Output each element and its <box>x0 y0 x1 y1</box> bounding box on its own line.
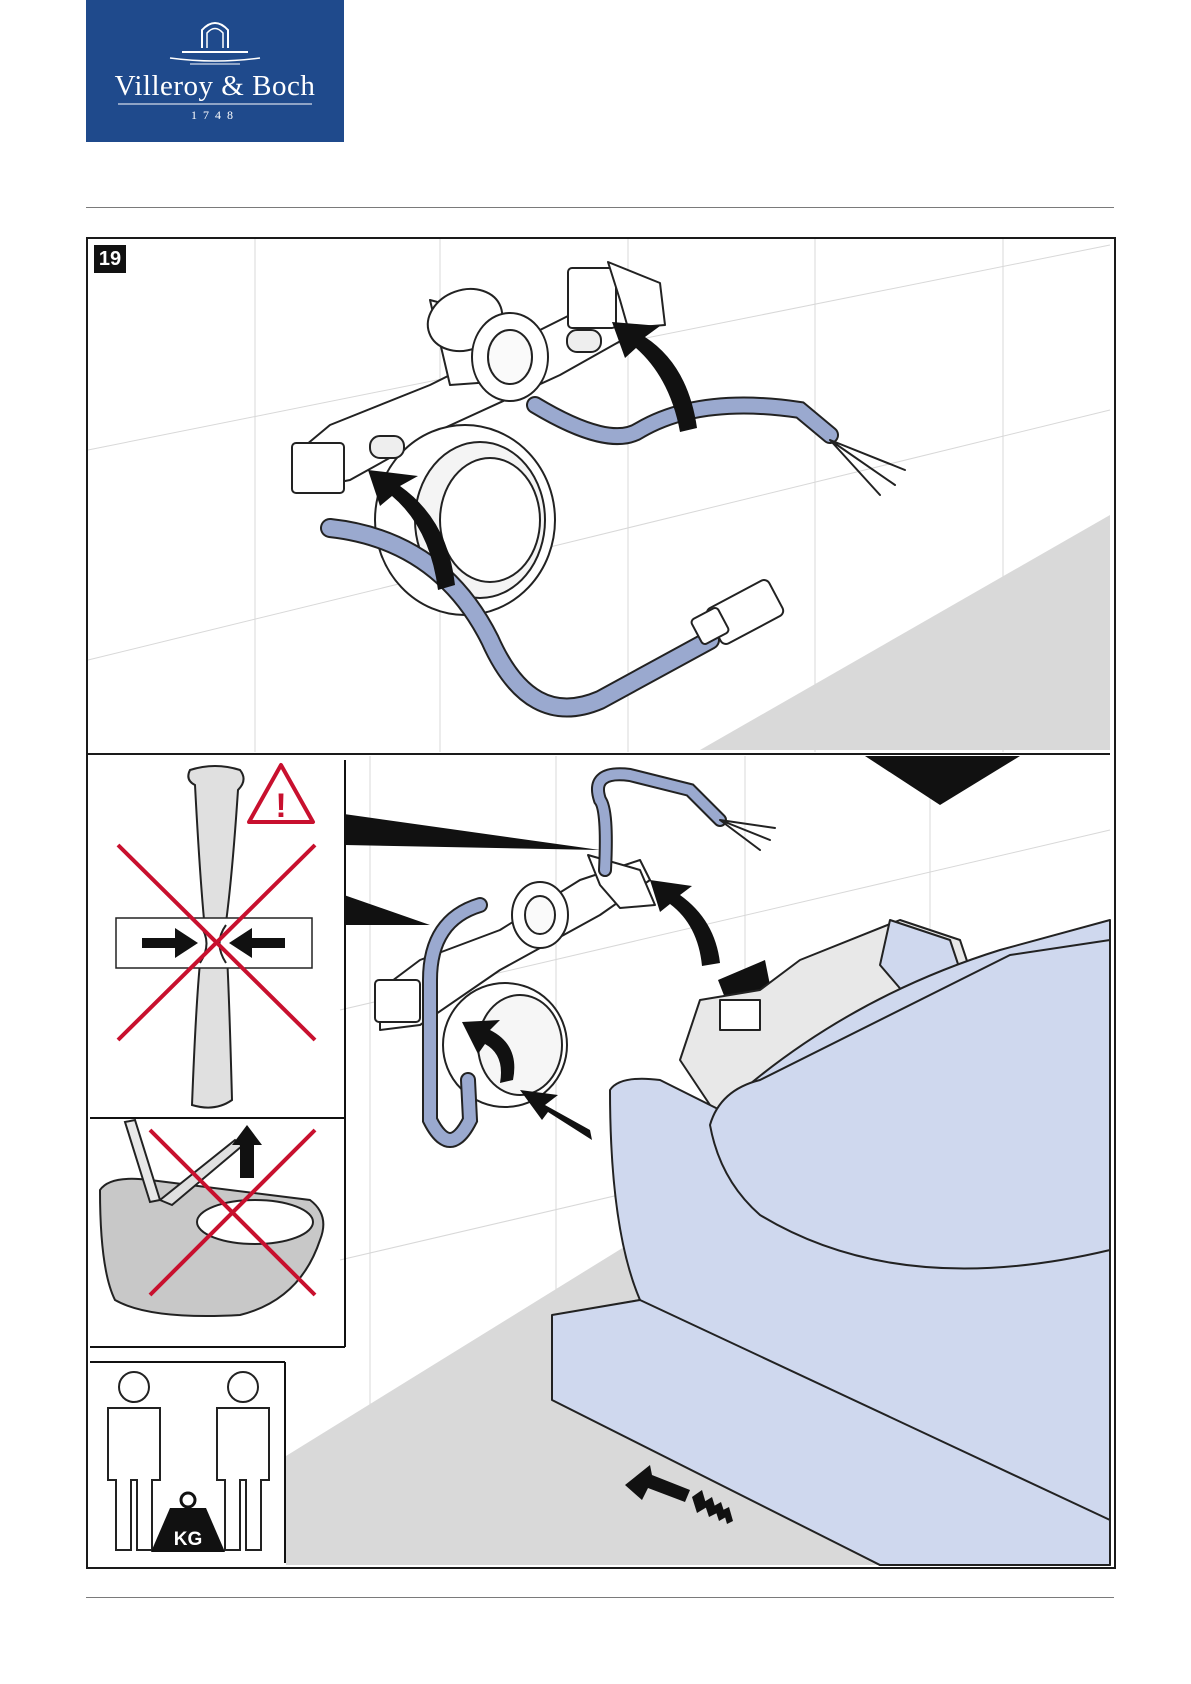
ceiling-shadow <box>865 756 1020 805</box>
warning-exclamation: ! <box>275 787 286 825</box>
zoom-beam-lower <box>344 895 430 925</box>
top-panel-floor <box>700 515 1110 750</box>
person-icon <box>217 1372 269 1550</box>
warning-no-squeeze-panel: ! <box>116 760 345 1118</box>
zoom-beam-upper <box>344 814 600 850</box>
step-number: 19 <box>94 245 126 273</box>
weight-icon: KG <box>151 1493 225 1552</box>
warning-no-lift-by-seat-panel <box>90 1118 345 1347</box>
mounting-bracket-installed <box>375 855 655 1107</box>
weight-label: KG <box>174 1529 203 1550</box>
warning-two-persons-panel: KG <box>90 1362 285 1563</box>
water-nut-icon <box>690 578 785 646</box>
person-icon <box>108 1372 160 1550</box>
